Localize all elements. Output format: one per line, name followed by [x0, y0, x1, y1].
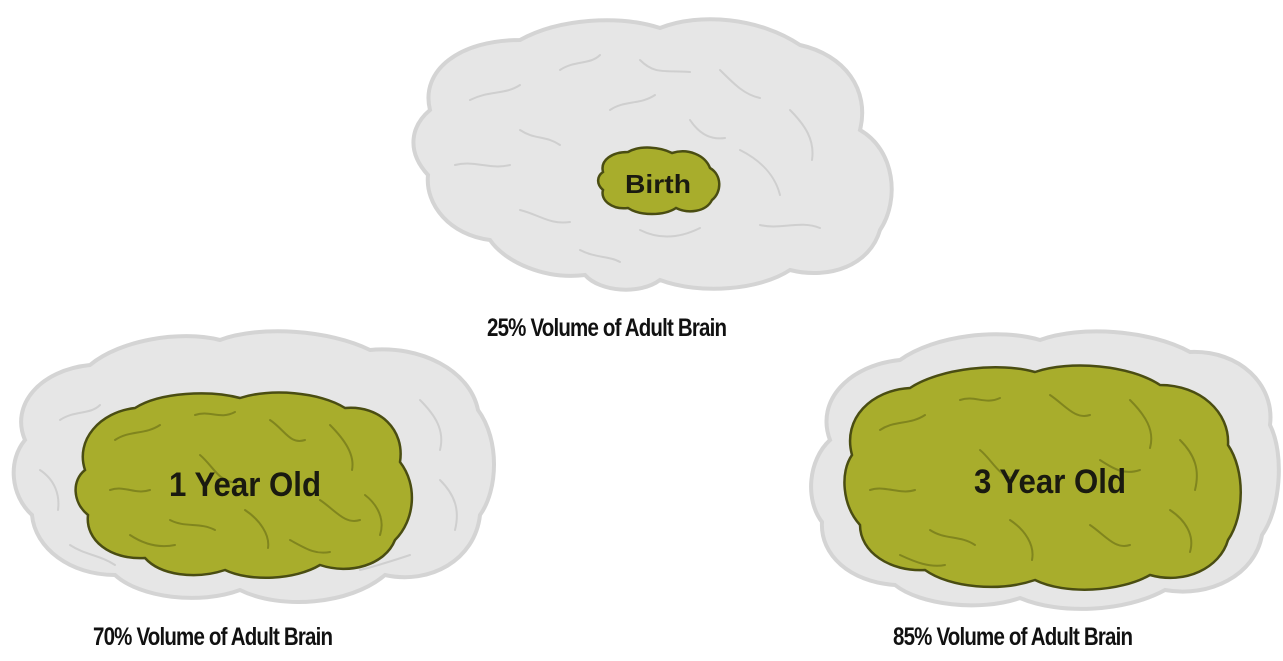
- one-year-child-folds: [109, 411, 383, 554]
- birth-volume-caption: 25% Volume of Adult Brain: [487, 314, 727, 342]
- one-year-label: 1 Year Old: [169, 466, 321, 504]
- birth-brain-group: Birth: [411, 17, 894, 292]
- birth-child-brain: [596, 146, 721, 216]
- three-year-label: 3 Year Old: [974, 463, 1126, 501]
- one-year-volume-caption: 70% Volume of Adult Brain: [93, 623, 333, 651]
- three-year-child-folds: [869, 394, 1198, 567]
- birth-label: Birth: [625, 169, 691, 199]
- three-year-volume-caption: 85% Volume of Adult Brain: [893, 623, 1133, 651]
- birth-adult-folds: [454, 54, 821, 263]
- three-year-brain-group: 3 Year Old: [809, 329, 1281, 611]
- one-year-adult-folds: [39, 399, 458, 571]
- one-year-child-brain: [74, 391, 414, 580]
- one-year-brain-group: 1 Year Old: [11, 329, 496, 604]
- three-year-child-brain: [843, 364, 1242, 591]
